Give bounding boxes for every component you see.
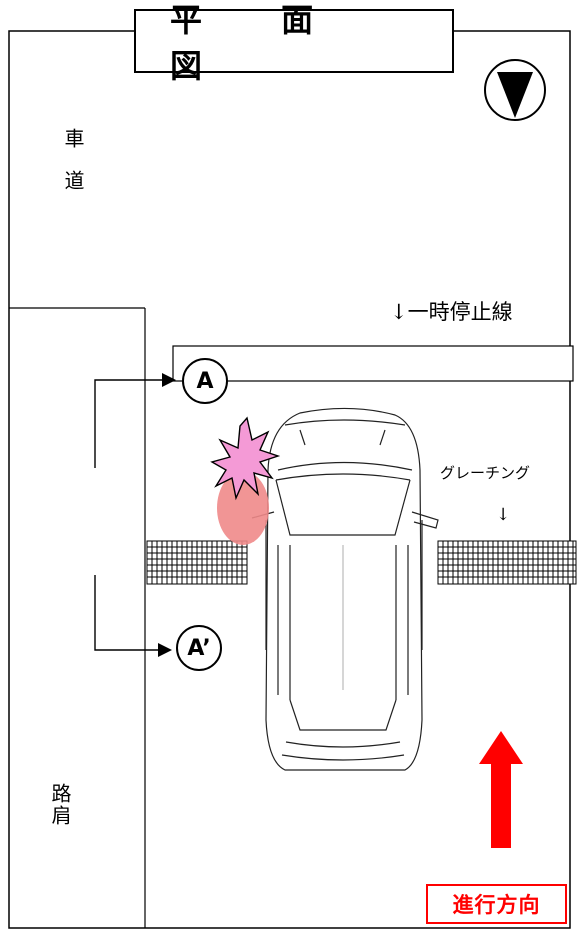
car-topview-icon bbox=[251, 407, 439, 771]
collision-burst-icon bbox=[210, 416, 281, 501]
arrow-head-a bbox=[162, 373, 176, 387]
stop-line bbox=[172, 345, 574, 382]
roadway-label: 車道 bbox=[61, 128, 85, 212]
direction-label: 進行方向 bbox=[426, 884, 567, 924]
direction-arrow-icon bbox=[479, 731, 523, 848]
section-marker-a: A bbox=[182, 358, 228, 404]
north-compass-icon bbox=[484, 59, 546, 121]
road-edge-lines bbox=[9, 307, 146, 928]
section-marker-a-prime: A’ bbox=[176, 625, 222, 671]
shoulder-label: 路肩 bbox=[48, 783, 72, 827]
page-title: 平 面 図 bbox=[170, 1, 348, 85]
grating-label: グレーチング bbox=[440, 464, 531, 482]
grating-right bbox=[437, 540, 577, 585]
arrow-head-a-prime bbox=[158, 643, 172, 657]
grating-left bbox=[146, 540, 248, 585]
section-arrows bbox=[94, 379, 162, 651]
title-box: 平 面 図 bbox=[134, 1, 454, 85]
grating-arrow: ↓ bbox=[496, 505, 511, 525]
stop-line-label: ↓一時停止線 bbox=[390, 300, 513, 324]
outer-frame bbox=[8, 30, 571, 929]
